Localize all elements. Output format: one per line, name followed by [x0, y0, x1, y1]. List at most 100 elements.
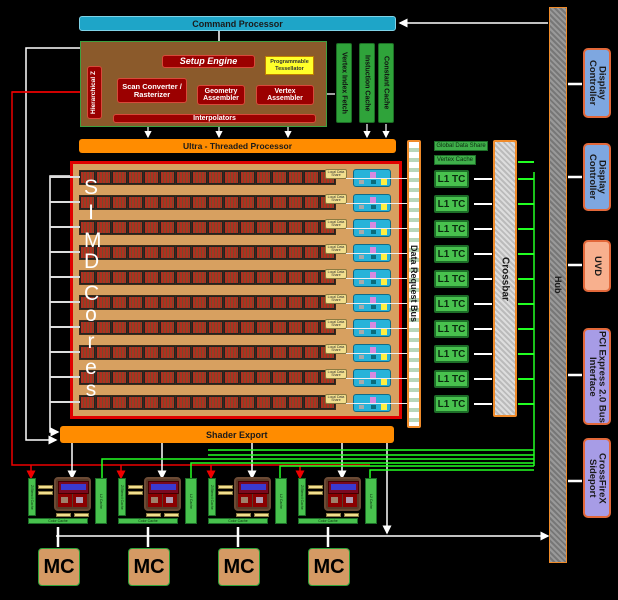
stream-core: [128, 271, 143, 284]
global-data-share: Global Data Share: [434, 141, 488, 151]
stream-core: [160, 196, 175, 209]
row-link: [346, 378, 408, 379]
rop-buffer: [218, 491, 233, 495]
stream-core: [128, 371, 143, 384]
simd-letter: D: [84, 250, 100, 273]
rop-buffer: [308, 491, 323, 495]
stream-core: [240, 396, 255, 409]
row-link: [346, 278, 408, 279]
stream-core: [272, 246, 287, 259]
stream-core: [192, 321, 207, 334]
stream-core: [112, 271, 127, 284]
rop-buffer: [74, 513, 89, 517]
stream-core: [160, 296, 175, 309]
rop-buffer: [128, 485, 143, 489]
stream-core: [288, 271, 303, 284]
simd-row: [79, 320, 336, 335]
stream-core: [176, 371, 191, 384]
stream-core: [288, 196, 303, 209]
local-data-share: Local Data Share: [325, 394, 347, 404]
memory-controller: MC: [308, 548, 350, 586]
stream-core: [128, 246, 143, 259]
interpolators: Interpolators: [113, 114, 316, 123]
crossbar-arrow: [474, 203, 492, 205]
stream-core: [112, 296, 127, 309]
stream-core: [160, 371, 175, 384]
color-cache: Color Cache: [118, 518, 178, 524]
simd-row: [79, 370, 336, 385]
local-data-share: Local Data Share: [325, 369, 347, 379]
hub: Hub: [549, 7, 567, 563]
stream-core: [208, 271, 223, 284]
stream-core: [240, 171, 255, 184]
stream-core: [256, 196, 271, 209]
stream-core: [144, 396, 159, 409]
stream-core: [80, 321, 95, 334]
stream-core: [224, 271, 239, 284]
l1-tc-8: L1 TC: [434, 345, 469, 363]
stream-core: [176, 296, 191, 309]
crossbar-arrow: [474, 278, 492, 280]
stream-core: [208, 321, 223, 334]
l1-tc-4: L1 TC: [434, 245, 469, 263]
l1-tc-2: L1 TC: [434, 195, 469, 213]
stream-core: [256, 346, 271, 359]
stream-core: [192, 346, 207, 359]
stream-core: [256, 221, 271, 234]
render-backend: [234, 477, 271, 511]
stream-core: [112, 321, 127, 334]
stream-core: [80, 271, 95, 284]
z-stencil-cache: Z/Stencil Cache: [28, 478, 36, 516]
stream-core: [160, 396, 175, 409]
stream-core: [288, 371, 303, 384]
row-link: [346, 203, 408, 204]
stream-core: [176, 246, 191, 259]
stream-core: [112, 221, 127, 234]
stream-core: [272, 396, 287, 409]
local-data-share: Local Data Share: [325, 344, 347, 354]
simd-letter: I: [88, 201, 94, 224]
rop-buffer: [236, 513, 251, 517]
crossbar-arrow: [474, 328, 492, 330]
local-data-share: Local Data Share: [325, 219, 347, 229]
color-cache: Color Cache: [208, 518, 268, 524]
stream-core: [176, 321, 191, 334]
stream-core: [112, 196, 127, 209]
rop-buffer: [164, 513, 179, 517]
row-bracket: [50, 276, 80, 278]
stream-core: [144, 221, 159, 234]
l2-cache: L2 Cache: [95, 478, 107, 524]
rop-buffer: [38, 491, 53, 495]
simd-letter: s: [85, 378, 97, 401]
stream-core: [304, 346, 319, 359]
stream-core: [128, 221, 143, 234]
l1-tc-10: L1 TC: [434, 395, 469, 413]
stream-core: [176, 271, 191, 284]
stream-core: [80, 371, 95, 384]
hierarchical-z: Hierarchical Z: [87, 66, 102, 119]
side-block-2: Display Controller: [583, 143, 611, 211]
l2-cache: L2 Cache: [275, 478, 287, 524]
rop-buffer: [254, 513, 269, 517]
row-bracket: [50, 251, 80, 253]
stream-core: [272, 296, 287, 309]
stream-core: [160, 346, 175, 359]
stream-core: [240, 346, 255, 359]
rop-buffer: [344, 513, 359, 517]
data-request-bus: Data Request Bus: [407, 140, 421, 428]
stream-core: [144, 196, 159, 209]
stream-core: [160, 271, 175, 284]
rop-buffer: [308, 485, 323, 489]
row-bracket: [50, 301, 80, 303]
rop-buffer: [218, 485, 233, 489]
l1-tc-1: L1 TC: [434, 170, 469, 188]
crossbar: Crossbar: [493, 140, 517, 417]
crossbar-arrow: [474, 303, 492, 305]
stream-core: [304, 171, 319, 184]
crossbar-arrow: [474, 228, 492, 230]
stream-core: [80, 171, 95, 184]
simd-letter: r: [87, 330, 95, 353]
stream-core: [272, 271, 287, 284]
stream-core: [192, 396, 207, 409]
stream-core: [288, 171, 303, 184]
